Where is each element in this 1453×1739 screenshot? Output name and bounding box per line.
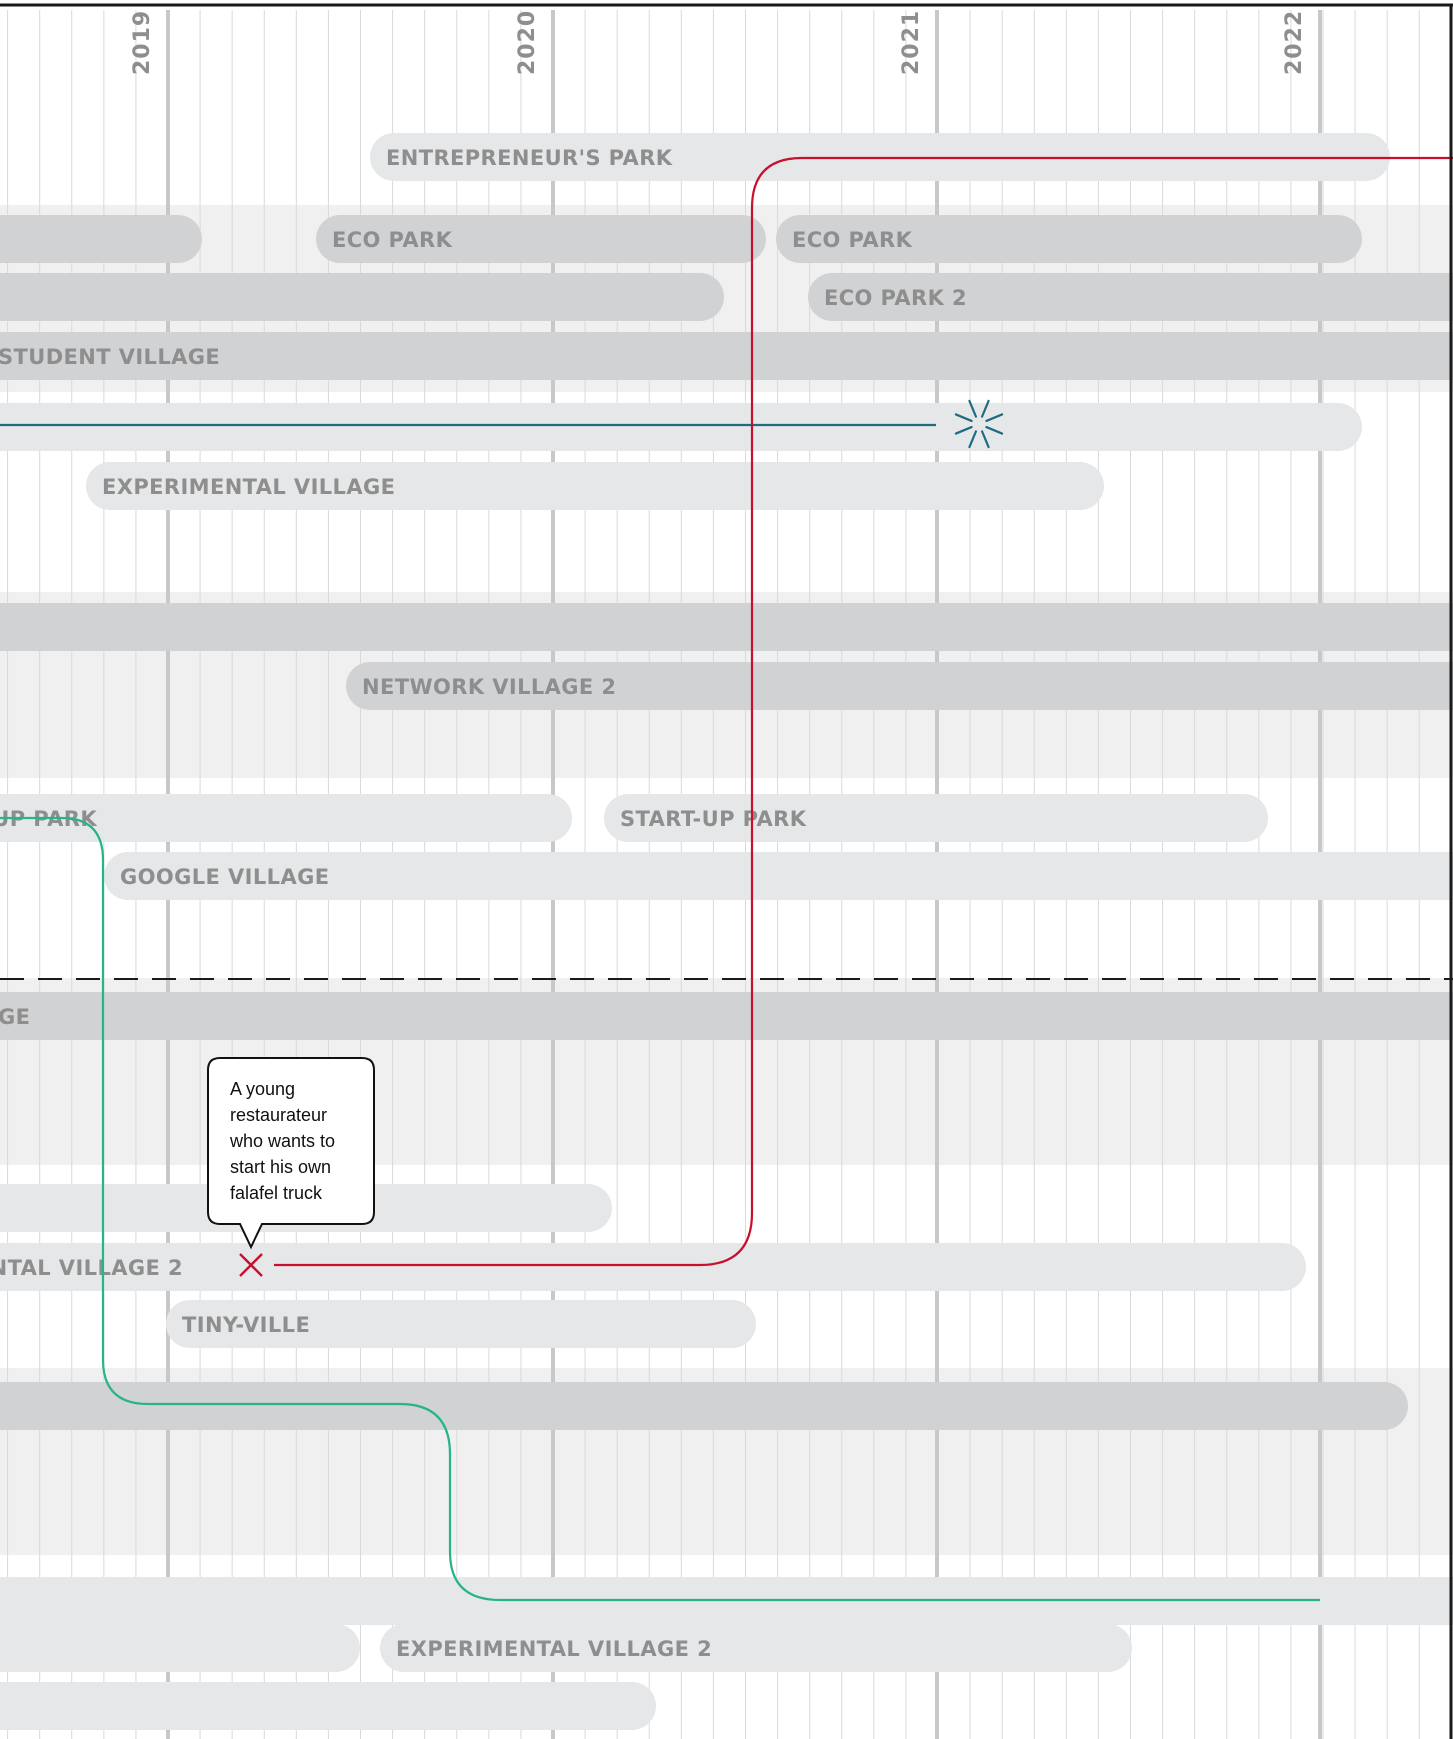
burst-ray [954,413,973,423]
bar-label: ENTREPRENEUR'S PARK [386,146,673,170]
cross-stroke [239,1253,263,1277]
bar-label: TINY-VILLE [182,1313,310,1337]
bar-label: NETWORK VILLAGE 2 [362,675,616,699]
callout-box [207,1057,375,1250]
timeline-bar [104,852,1453,900]
callout-line: who wants to [229,1131,335,1151]
callout-line: A young [230,1079,295,1099]
timeline-bar [0,1682,656,1730]
timeline-bar [380,1624,1132,1672]
timeline-bar [0,1382,1408,1430]
year-label: 2021 [899,10,924,75]
bar-label: STUDENT VILLAGE [0,345,220,369]
bar-label: GE [0,1005,30,1029]
bar-label: ECO PARK 2 [824,286,967,310]
burst-ray [985,413,1004,423]
year-label: 2020 [515,10,540,75]
timeline-bar [0,273,724,321]
year-label: 2019 [130,10,155,75]
timeline-bar [0,992,1453,1040]
timeline-bar [0,603,1453,651]
timeline-bar [808,273,1453,321]
burst-ray [980,430,990,449]
bar-label: ECO PARK [332,228,453,252]
timeline-bar [776,215,1362,263]
bar-label: START-UP PARK [620,807,807,831]
burst-ray [980,399,990,418]
bar-label: EXPERIMENTAL VILLAGE 2 [0,1256,183,1280]
green-path [0,816,1320,1602]
timeline-bar [0,794,572,842]
burst-icon [954,399,1004,449]
red-path [274,156,1453,1267]
timeline-bar [346,662,1453,710]
burst-ray [985,425,1004,435]
cross-icon [239,1253,263,1277]
timeline-bar [0,215,202,263]
year-label: 2022 [1282,10,1307,75]
bar-label: EXPERIMENTAL VILLAGE [102,475,395,499]
timeline-bar [0,403,1362,451]
timeline-bar [0,1243,1306,1291]
callout-line: falafel truck [230,1183,323,1203]
callout-bubble: A young restaurateur who wants to start his… [207,1057,375,1250]
timeline-bar [166,1300,756,1348]
timeline-bar [86,462,1104,510]
callout-line: restaurateur [230,1105,327,1125]
burst-ray [968,399,978,418]
bar-label: GOOGLE VILLAGE [120,865,329,889]
bar-label: ECO PARK [792,228,913,252]
burst-ray [954,425,973,435]
timeline-bar [0,1624,360,1672]
bar-label: EXPERIMENTAL VILLAGE 2 [396,1637,712,1661]
callout-line: start his own [230,1157,331,1177]
timeline-bar [604,794,1268,842]
timeline-bar [316,215,766,263]
timeline-bar [0,332,1453,380]
burst-ray [968,430,978,449]
